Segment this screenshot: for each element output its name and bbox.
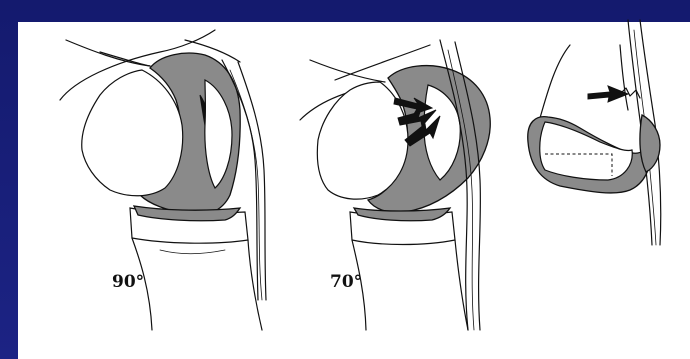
knee-flexion-70 bbox=[300, 40, 490, 330]
angle-label-90: 90° bbox=[112, 272, 144, 292]
arrow-icon bbox=[588, 86, 628, 102]
angle-label-70: 70° bbox=[330, 272, 362, 292]
patellar-detail bbox=[528, 20, 661, 245]
knee-flexion-90 bbox=[60, 30, 266, 330]
